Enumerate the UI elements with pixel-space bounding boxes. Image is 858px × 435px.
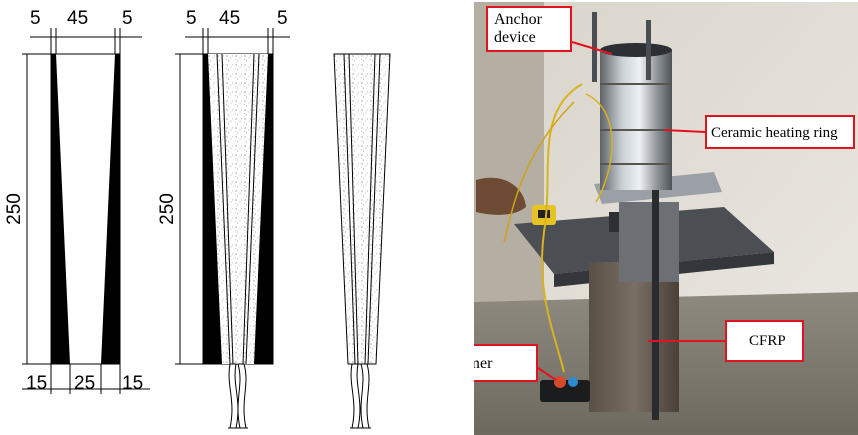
filled-wedge-drawing: 5 45 5 250 bbox=[157, 8, 290, 429]
dim-top-left: 5 bbox=[30, 8, 41, 29]
experiment-photo: Anchor device Ceramic heating ring CFRP … bbox=[474, 2, 858, 435]
dim-top-left: 5 bbox=[186, 8, 197, 29]
transformer-label: Transformer bbox=[474, 344, 538, 382]
anchor-device-label: Anchor device bbox=[486, 6, 572, 52]
dim-top-middle: 45 bbox=[67, 8, 88, 29]
dim-top-middle: 45 bbox=[219, 8, 240, 29]
dim-bottom-left: 15 bbox=[26, 373, 47, 394]
bar-wedge-drawing bbox=[333, 53, 391, 429]
dim-bottom-middle: 25 bbox=[74, 373, 95, 394]
technical-drawings: 5 45 5 250 15 25 15 5 45 5 bbox=[4, 8, 391, 429]
plain-wedge-drawing: 5 45 5 250 15 25 15 bbox=[4, 8, 150, 394]
dim-height: 250 bbox=[4, 193, 25, 225]
dim-height: 250 bbox=[157, 193, 178, 225]
dim-top-right: 5 bbox=[122, 8, 133, 29]
dim-bottom-right: 15 bbox=[122, 373, 143, 394]
dim-top-right: 5 bbox=[277, 8, 288, 29]
cfrp-label: CFRP bbox=[725, 320, 804, 362]
ceramic-heating-ring-label: Ceramic heating ring bbox=[705, 115, 855, 149]
